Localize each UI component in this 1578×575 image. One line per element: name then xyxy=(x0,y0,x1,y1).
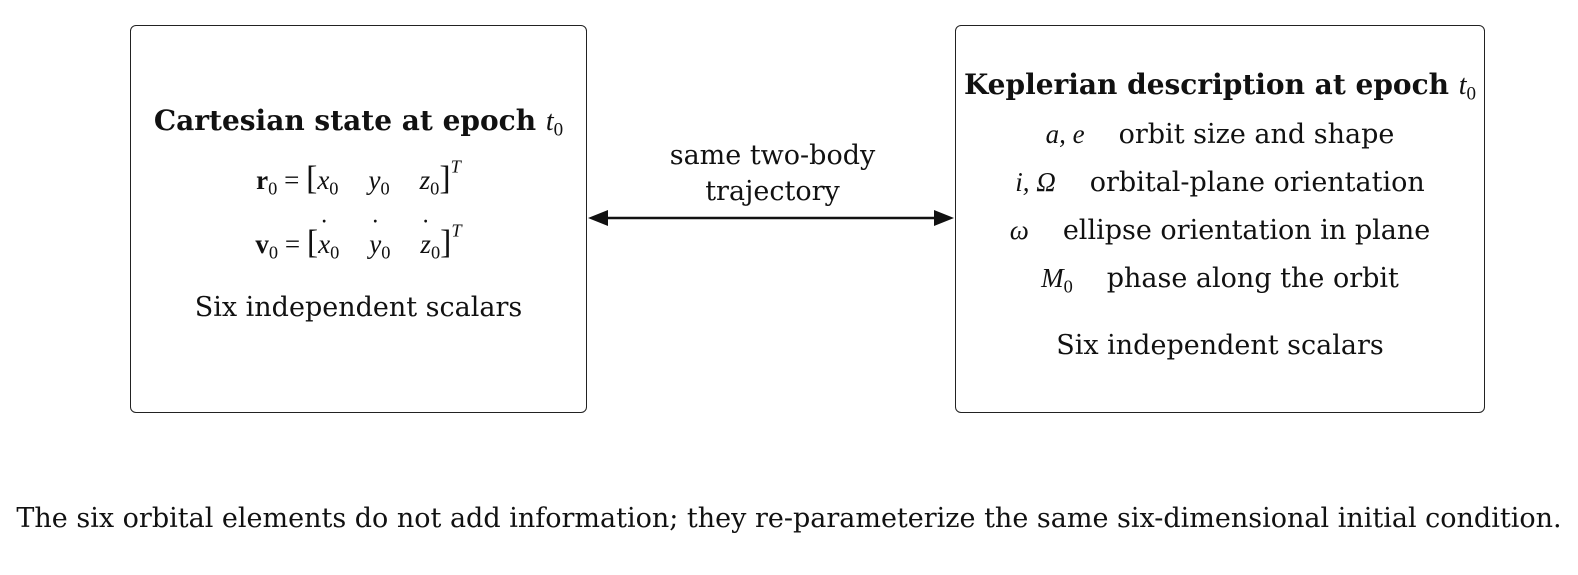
v-component-xdot: x xyxy=(318,214,330,260)
keplerian-row: M0 phase along the orbit xyxy=(956,263,1484,296)
r-transpose: T xyxy=(450,156,461,177)
v-component-ydot-sub: 0 xyxy=(381,242,391,263)
cartesian-title: Cartesian state at epoch t0 xyxy=(131,104,586,140)
keplerian-epoch-symbol: t0 xyxy=(1458,70,1476,104)
element-symbol: M0 xyxy=(1041,263,1073,296)
element-description: ellipse orientation in plane xyxy=(1062,215,1431,246)
r-component-z-sub: 0 xyxy=(430,178,440,199)
element-symbol-base: M xyxy=(1041,263,1064,293)
element-description: orbit size and shape xyxy=(1118,119,1395,150)
position-symbol: r xyxy=(256,165,269,195)
v-component-zdot-sub: 0 xyxy=(430,242,441,263)
v-component-xdot-sub: 0 xyxy=(330,242,340,263)
right-bracket: ] xyxy=(440,224,452,261)
cartesian-epoch-symbol: t0 xyxy=(545,106,563,140)
v-component-zdot: z xyxy=(420,214,431,260)
element-description: orbital-plane orientation xyxy=(1089,167,1425,198)
arrow-label: same two-body trajectory xyxy=(590,138,955,210)
arrow-label-line2: trajectory xyxy=(705,176,840,207)
keplerian-row: i, Ω orbital-plane orientation xyxy=(956,167,1484,198)
cartesian-note: Six independent scalars xyxy=(194,292,523,323)
epoch-var: t xyxy=(1458,70,1467,101)
element-symbol: i, Ω xyxy=(1015,167,1056,197)
velocity-equals: = xyxy=(284,229,301,259)
v-transpose: T xyxy=(451,220,462,241)
keplerian-title: Keplerian description at epoch t0 xyxy=(956,68,1484,104)
double-arrow-icon xyxy=(588,210,954,226)
keplerian-note: Six independent scalars xyxy=(1056,330,1384,361)
epoch-sub: 0 xyxy=(1466,83,1477,105)
r-component-x: x xyxy=(317,165,330,195)
r-component-z: z xyxy=(419,165,431,195)
r-component-x-sub: 0 xyxy=(329,178,339,199)
element-description: phase along the orbit xyxy=(1106,263,1399,294)
left-bracket: [ xyxy=(306,224,319,261)
keplerian-title-text: Keplerian description at epoch xyxy=(963,68,1449,101)
element-symbol-sub: 0 xyxy=(1063,276,1073,297)
epoch-var: t xyxy=(545,106,554,137)
element-symbol: a, e xyxy=(1045,119,1085,149)
figure-caption: The six orbital elements do not add info… xyxy=(16,503,1562,534)
keplerian-row: ω ellipse orientation in plane xyxy=(956,215,1484,246)
element-symbol: ω xyxy=(1009,215,1029,245)
left-bracket: [ xyxy=(306,160,318,197)
position-sub: 0 xyxy=(268,178,278,199)
r-component-y-sub: 0 xyxy=(380,178,390,199)
arrow-label-line1: same two-body xyxy=(669,140,876,171)
r-component-y: y xyxy=(368,165,381,195)
cartesian-title-text: Cartesian state at epoch xyxy=(153,104,537,137)
epoch-sub: 0 xyxy=(553,119,564,141)
keplerian-row: a, e orbit size and shape xyxy=(956,119,1484,150)
v-component-ydot: y xyxy=(369,214,381,260)
velocity-sub: 0 xyxy=(268,242,279,263)
position-equals: = xyxy=(284,165,300,195)
velocity-symbol: v xyxy=(255,229,269,259)
right-bracket: ] xyxy=(439,160,451,197)
